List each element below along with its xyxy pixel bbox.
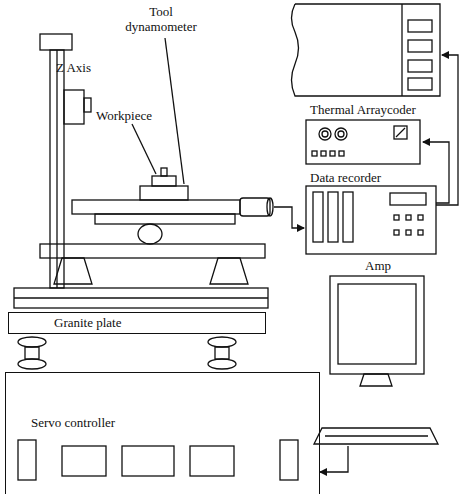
instrument-box: Thermal Arraycoder	[303, 100, 423, 166]
node-label: Data recorder	[310, 170, 381, 185]
node-label: Granite plate	[54, 313, 122, 333]
node-label: Servo controller	[31, 415, 115, 430]
part-label: Workpiece	[96, 108, 152, 123]
axis-label: Z Axis	[56, 60, 91, 75]
granite-plate: Granite plate	[8, 312, 266, 334]
computer: Amp	[318, 256, 438, 446]
node-label: Amp	[365, 258, 391, 273]
controller-cabinet: Servo controller	[5, 372, 320, 494]
signal-connector	[320, 446, 348, 472]
instrument-box: Data recorder	[306, 168, 436, 256]
part-label: Tool dynamometer	[115, 4, 207, 34]
node-label: Thermal Arraycoder	[310, 102, 416, 117]
signal-connector	[423, 142, 449, 203]
